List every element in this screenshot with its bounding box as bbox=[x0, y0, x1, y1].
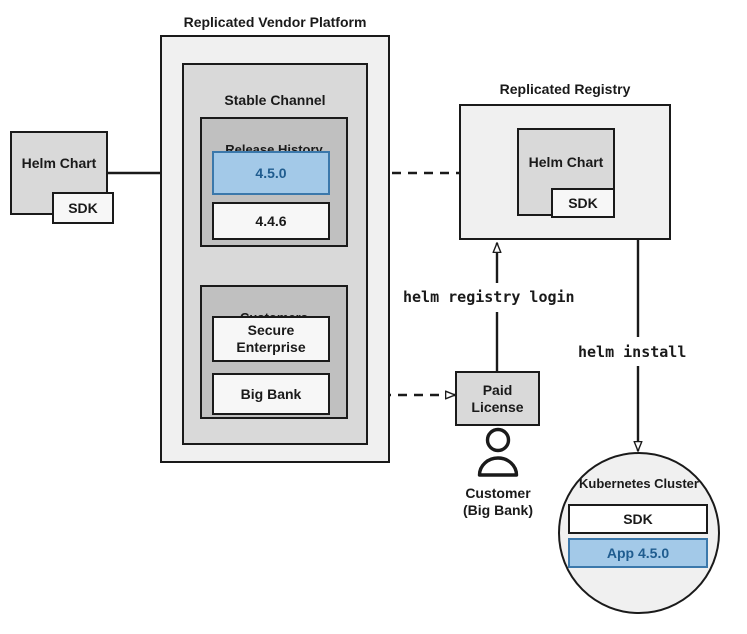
cluster-sdk-label: SDK bbox=[623, 510, 653, 527]
release-4-4-6-label: 4.4.6 bbox=[255, 212, 287, 229]
registry-helm-chart-label: Helm Chart bbox=[528, 153, 604, 170]
customer-person-icon bbox=[477, 427, 519, 477]
source-helm-chart-label: Helm Chart bbox=[21, 154, 97, 171]
customer-secure-enterprise-label: Secure Enterprise bbox=[236, 322, 306, 355]
release-4-5-0-label: 4.5.0 bbox=[255, 164, 287, 181]
release-4-4-6-box[interactable]: 4.4.6 bbox=[212, 202, 330, 240]
helm-install-command: helm install bbox=[578, 343, 687, 361]
source-sdk-box: SDK bbox=[52, 192, 114, 224]
paid-license-label: Paid License bbox=[471, 381, 524, 415]
stable-channel-title: Stable Channel bbox=[224, 91, 326, 108]
vendor-platform-title: Replicated Vendor Platform bbox=[183, 14, 367, 30]
source-sdk-label: SDK bbox=[68, 199, 98, 216]
customer-big-bank-label: Big Bank bbox=[240, 385, 302, 402]
registry-sdk-box: SDK bbox=[551, 188, 615, 218]
registry-sdk-label: SDK bbox=[568, 194, 598, 211]
paid-license-box[interactable]: Paid License bbox=[455, 371, 540, 426]
release-4-5-0-box[interactable]: 4.5.0 bbox=[212, 151, 330, 195]
customer-secure-enterprise-box[interactable]: Secure Enterprise bbox=[212, 316, 330, 362]
cluster-sdk-box: SDK bbox=[568, 504, 708, 534]
kubernetes-cluster-title: Kubernetes Cluster bbox=[579, 476, 699, 491]
cluster-app-box: App 4.5.0 bbox=[568, 538, 708, 568]
replicated-registry-title: Replicated Registry bbox=[499, 81, 631, 97]
helm-registry-login-command: helm registry login bbox=[403, 288, 575, 306]
customer-big-bank-box[interactable]: Big Bank bbox=[212, 373, 330, 415]
customer-caption: Customer (Big Bank) bbox=[463, 485, 533, 518]
cluster-app-label: App 4.5.0 bbox=[606, 544, 670, 561]
